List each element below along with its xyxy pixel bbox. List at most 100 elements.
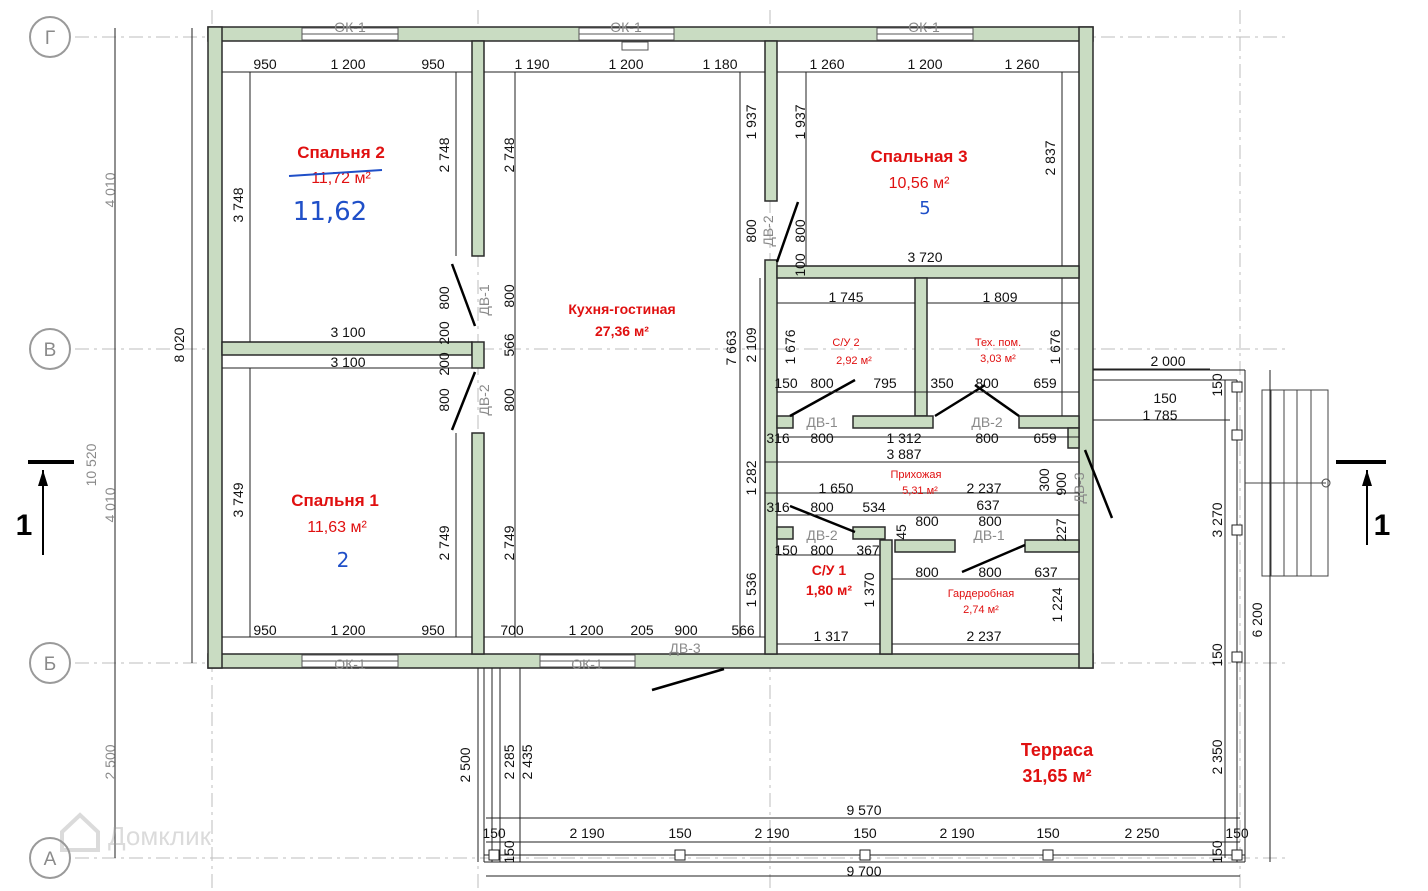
door-label-dv2-tech: ДВ-2 [971, 414, 1002, 430]
watermark: Домклик [60, 812, 212, 852]
dim-2190-a: 2 190 [569, 825, 604, 841]
dim-2350: 2 350 [1209, 739, 1225, 774]
dimensions-top: 950 1 200 950 1 190 1 200 1 180 1 260 1 … [253, 56, 1039, 72]
dim-566-b: 566 [731, 622, 755, 638]
door-label-dv3-main: ДВ-3 [669, 640, 700, 656]
grid-lines [75, 10, 1290, 891]
room-wardrobe-area: 2,74 м² [963, 604, 999, 616]
dim-800-b3-l: 800 [743, 219, 759, 243]
dim-1676-r: 1 676 [1047, 329, 1063, 364]
windows-top: ОК-1 ОК-1 ОК-1 [301, 19, 974, 51]
dim-316-a: 316 [766, 430, 790, 446]
dim-7663: 7 663 [723, 330, 739, 365]
dim-150-tr3: 150 [1209, 840, 1225, 864]
window-label-top-2: ОК-1 [610, 19, 642, 35]
dim-1937-l: 1 937 [743, 104, 759, 139]
dim-3720: 3 720 [907, 249, 942, 265]
dim-350: 350 [930, 375, 954, 391]
dim-1370: 1 370 [861, 572, 877, 607]
room-bedroom2-name: Спальня 2 [297, 143, 385, 162]
dim-900-v: 900 [1053, 472, 1069, 496]
dim-2190-c: 2 190 [939, 825, 974, 841]
dim-2435: 2 435 [519, 744, 535, 779]
strike-line [288, 169, 383, 177]
dim-1260-l: 1 260 [809, 56, 844, 72]
dim-1200-tl: 1 200 [330, 56, 365, 72]
dim-3749: 3 749 [230, 482, 246, 517]
dim-700: 700 [500, 622, 524, 638]
room-wc1-area: 1,80 м² [806, 582, 852, 598]
dim-800-tech: 800 [975, 375, 999, 391]
dim-800-l1: 800 [436, 286, 452, 310]
room-wc1-name: С/У 1 [812, 562, 847, 578]
dim-3748: 3 748 [230, 187, 246, 222]
room-hall-name: Прихожая [891, 469, 942, 481]
door-label-dv1-ward: ДВ-1 [973, 527, 1004, 543]
room-wc2-area: 2,92 м² [836, 355, 872, 367]
dim-900-b: 900 [674, 622, 698, 638]
dim-100: 100 [792, 253, 808, 277]
dim-566-r: 566 [501, 333, 517, 357]
room-bedroom3-area: 10,56 м² [889, 175, 950, 192]
door-label-dv1-left: ДВ-1 [476, 284, 492, 315]
dim-2285: 2 285 [501, 744, 517, 779]
room-bedroom3-name: Спальная 3 [870, 147, 967, 166]
dim-45: 45 [893, 524, 909, 540]
dim-3270: 3 270 [1209, 502, 1225, 537]
dim-1536: 1 536 [743, 572, 759, 607]
dim-950-tl: 950 [253, 56, 277, 72]
section-right-label: 1 [1374, 509, 1391, 542]
dim-3100-a: 3 100 [330, 324, 365, 340]
dim-1317: 1 317 [813, 628, 848, 644]
dim-659-b: 659 [1033, 430, 1057, 446]
dim-2109: 2 109 [743, 327, 759, 362]
room-bedroom1-hand: 2 [337, 548, 350, 572]
dim-800-hall-e: 800 [978, 513, 1002, 529]
dim-1676-l: 1 676 [782, 329, 798, 364]
dim-1260-r: 1 260 [1004, 56, 1039, 72]
dim-2500-terrace: 2 500 [457, 747, 473, 782]
room-bedroom3-hand: 5 [919, 198, 930, 219]
dim-950-bl: 950 [253, 622, 277, 638]
dim-200-l1: 200 [436, 321, 452, 345]
dim-534: 534 [862, 499, 886, 515]
dim-659-a: 659 [1033, 375, 1057, 391]
axis-markers: Г В Б А [29, 16, 71, 879]
room-bedroom1-area: 11,63 м² [307, 519, 367, 536]
dim-1180: 1 180 [702, 56, 737, 72]
dim-9570: 9 570 [846, 802, 881, 818]
interior-walls [221, 40, 1080, 655]
dim-2748-l: 2 748 [436, 137, 452, 172]
door-label-dv2-bed3: ДВ-2 [760, 215, 776, 246]
door-swings [450, 201, 1114, 692]
room-kitchen-area: 27,36 м² [595, 323, 649, 339]
dim-2190-b: 2 190 [754, 825, 789, 841]
room-hall-area: 5,31 м² [902, 485, 938, 497]
dim-2000: 2 000 [1150, 353, 1185, 369]
dim-150-b3: 150 [853, 825, 877, 841]
dim-800-hall-b: 800 [975, 430, 999, 446]
dim-637-a: 637 [976, 497, 1000, 513]
dim-800-b3-r: 800 [792, 219, 808, 243]
window-label-top-1: ОК-1 [334, 19, 366, 35]
dim-150-b5: 150 [1225, 825, 1249, 841]
dim-1745: 1 745 [828, 289, 863, 305]
axis-v-label: В [44, 340, 57, 361]
door-label-dv2-wc1: ДВ-2 [806, 527, 837, 543]
dim-795: 795 [873, 375, 897, 391]
dim-2237-a: 2 237 [966, 480, 1001, 496]
dim-1200-bm: 1 200 [568, 622, 603, 638]
dim-10520: 10 520 [83, 443, 99, 486]
window-label-top-3: ОК-1 [908, 19, 940, 35]
dim-4010-bottom: 4 010 [102, 487, 118, 522]
dim-1785: 1 785 [1142, 407, 1177, 423]
dim-2250: 2 250 [1124, 825, 1159, 841]
dim-6200: 6 200 [1249, 602, 1265, 637]
dim-1200-bl: 1 200 [330, 622, 365, 638]
dim-800-wc2: 800 [810, 375, 834, 391]
dim-1312: 1 312 [886, 430, 921, 446]
axis-a-label: А [44, 849, 57, 870]
dim-2749-r: 2 749 [501, 525, 517, 560]
dim-150-b1: 150 [482, 825, 506, 841]
